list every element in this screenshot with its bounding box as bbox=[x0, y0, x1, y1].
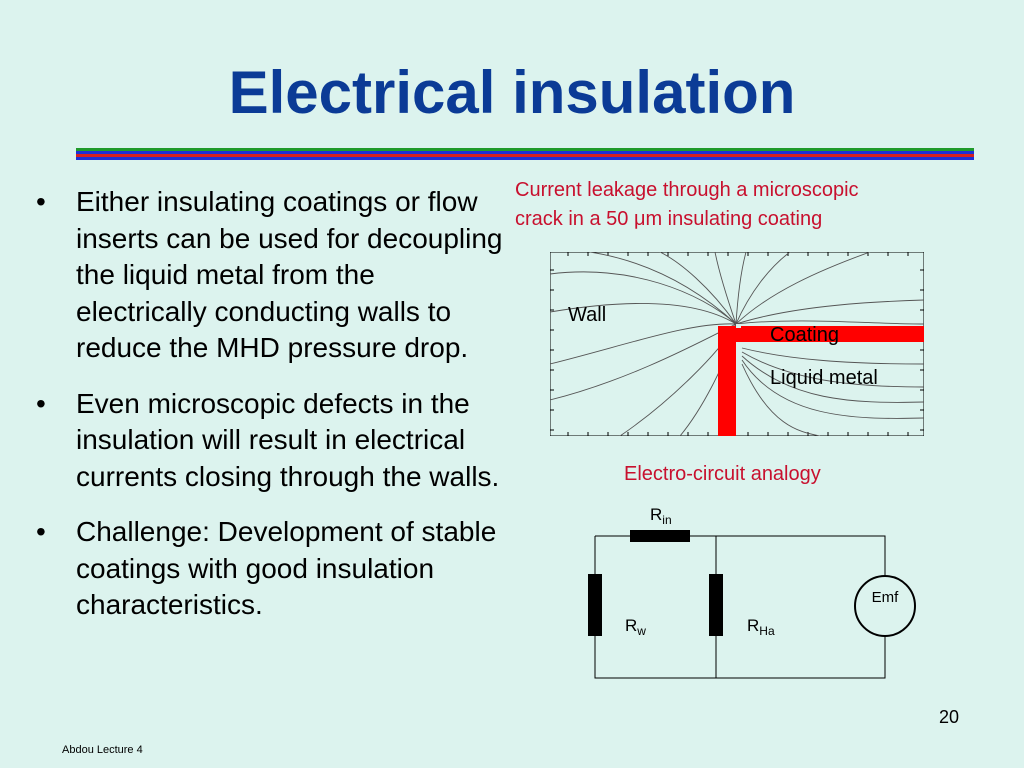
bullet-dot: • bbox=[36, 186, 46, 217]
coating-vertical bbox=[718, 326, 736, 436]
bullet-dot: • bbox=[36, 387, 46, 419]
current-leakage-simulation: Wall Coating Liquid metal bbox=[550, 252, 924, 436]
r-in-resistor bbox=[630, 530, 690, 542]
r-w-resistor bbox=[588, 574, 602, 636]
r-ha-base: R bbox=[747, 616, 759, 635]
r-ha-resistor bbox=[709, 574, 723, 636]
bullet-text: Even microscopic defects in the insulati… bbox=[76, 387, 500, 492]
figure-caption-line-2: crack in a 50 μm insulating coating bbox=[515, 208, 823, 230]
wall-label: Wall bbox=[568, 304, 606, 326]
plot-frame bbox=[550, 252, 924, 436]
figure-caption-line-1: Current leakage through a microscopic bbox=[515, 179, 859, 201]
r-w-sub: w bbox=[636, 624, 646, 638]
r-in-label: Rin bbox=[650, 505, 672, 527]
bullet-item: • Challenge: Development of stable coatin… bbox=[34, 514, 504, 624]
footer-text: Abdou Lecture 4 bbox=[62, 744, 143, 756]
emf-source bbox=[854, 575, 916, 637]
figure-caption: Current leakage through a microscopic cr… bbox=[515, 176, 985, 234]
title-rule-blue-2 bbox=[76, 157, 974, 160]
bullet-list: • Either insulating coatings or flow inse… bbox=[34, 184, 504, 643]
bullet-dot: • bbox=[36, 516, 46, 547]
circuit-title: Electro-circuit analogy bbox=[624, 463, 821, 485]
r-ha-sub: Ha bbox=[759, 624, 775, 638]
bullet-text: Challenge: Development of stable coating… bbox=[76, 516, 497, 620]
liquid-metal-label: Liquid metal bbox=[770, 367, 878, 389]
title-rule-green bbox=[76, 148, 974, 151]
page-number: 20 bbox=[938, 707, 959, 727]
current-streamlines bbox=[550, 252, 924, 436]
emf-label: Emf bbox=[872, 589, 900, 606]
r-ha-label: RHa bbox=[747, 616, 775, 638]
r-in-sub: in bbox=[662, 513, 671, 527]
bullet-item: • Even microscopic defects in the insulat… bbox=[34, 386, 504, 496]
r-w-base: R bbox=[625, 616, 637, 635]
coating-crack bbox=[736, 324, 741, 328]
slide-title: Electrical insulation bbox=[228, 59, 796, 126]
r-in-base: R bbox=[650, 505, 662, 524]
circuit-diagram: Emf Rin Rw RHa bbox=[588, 505, 916, 679]
title-rule-blue bbox=[76, 151, 974, 154]
circuit-wires bbox=[594, 535, 886, 679]
coating-horizontal bbox=[718, 326, 924, 342]
bullet-text: Either insulating coatings or flow inser… bbox=[76, 186, 503, 363]
title-rule-red bbox=[76, 154, 974, 157]
bullet-item: • Either insulating coatings or flow inse… bbox=[34, 184, 504, 367]
r-w-label: Rw bbox=[625, 616, 646, 638]
coating-label: Coating bbox=[770, 324, 839, 346]
